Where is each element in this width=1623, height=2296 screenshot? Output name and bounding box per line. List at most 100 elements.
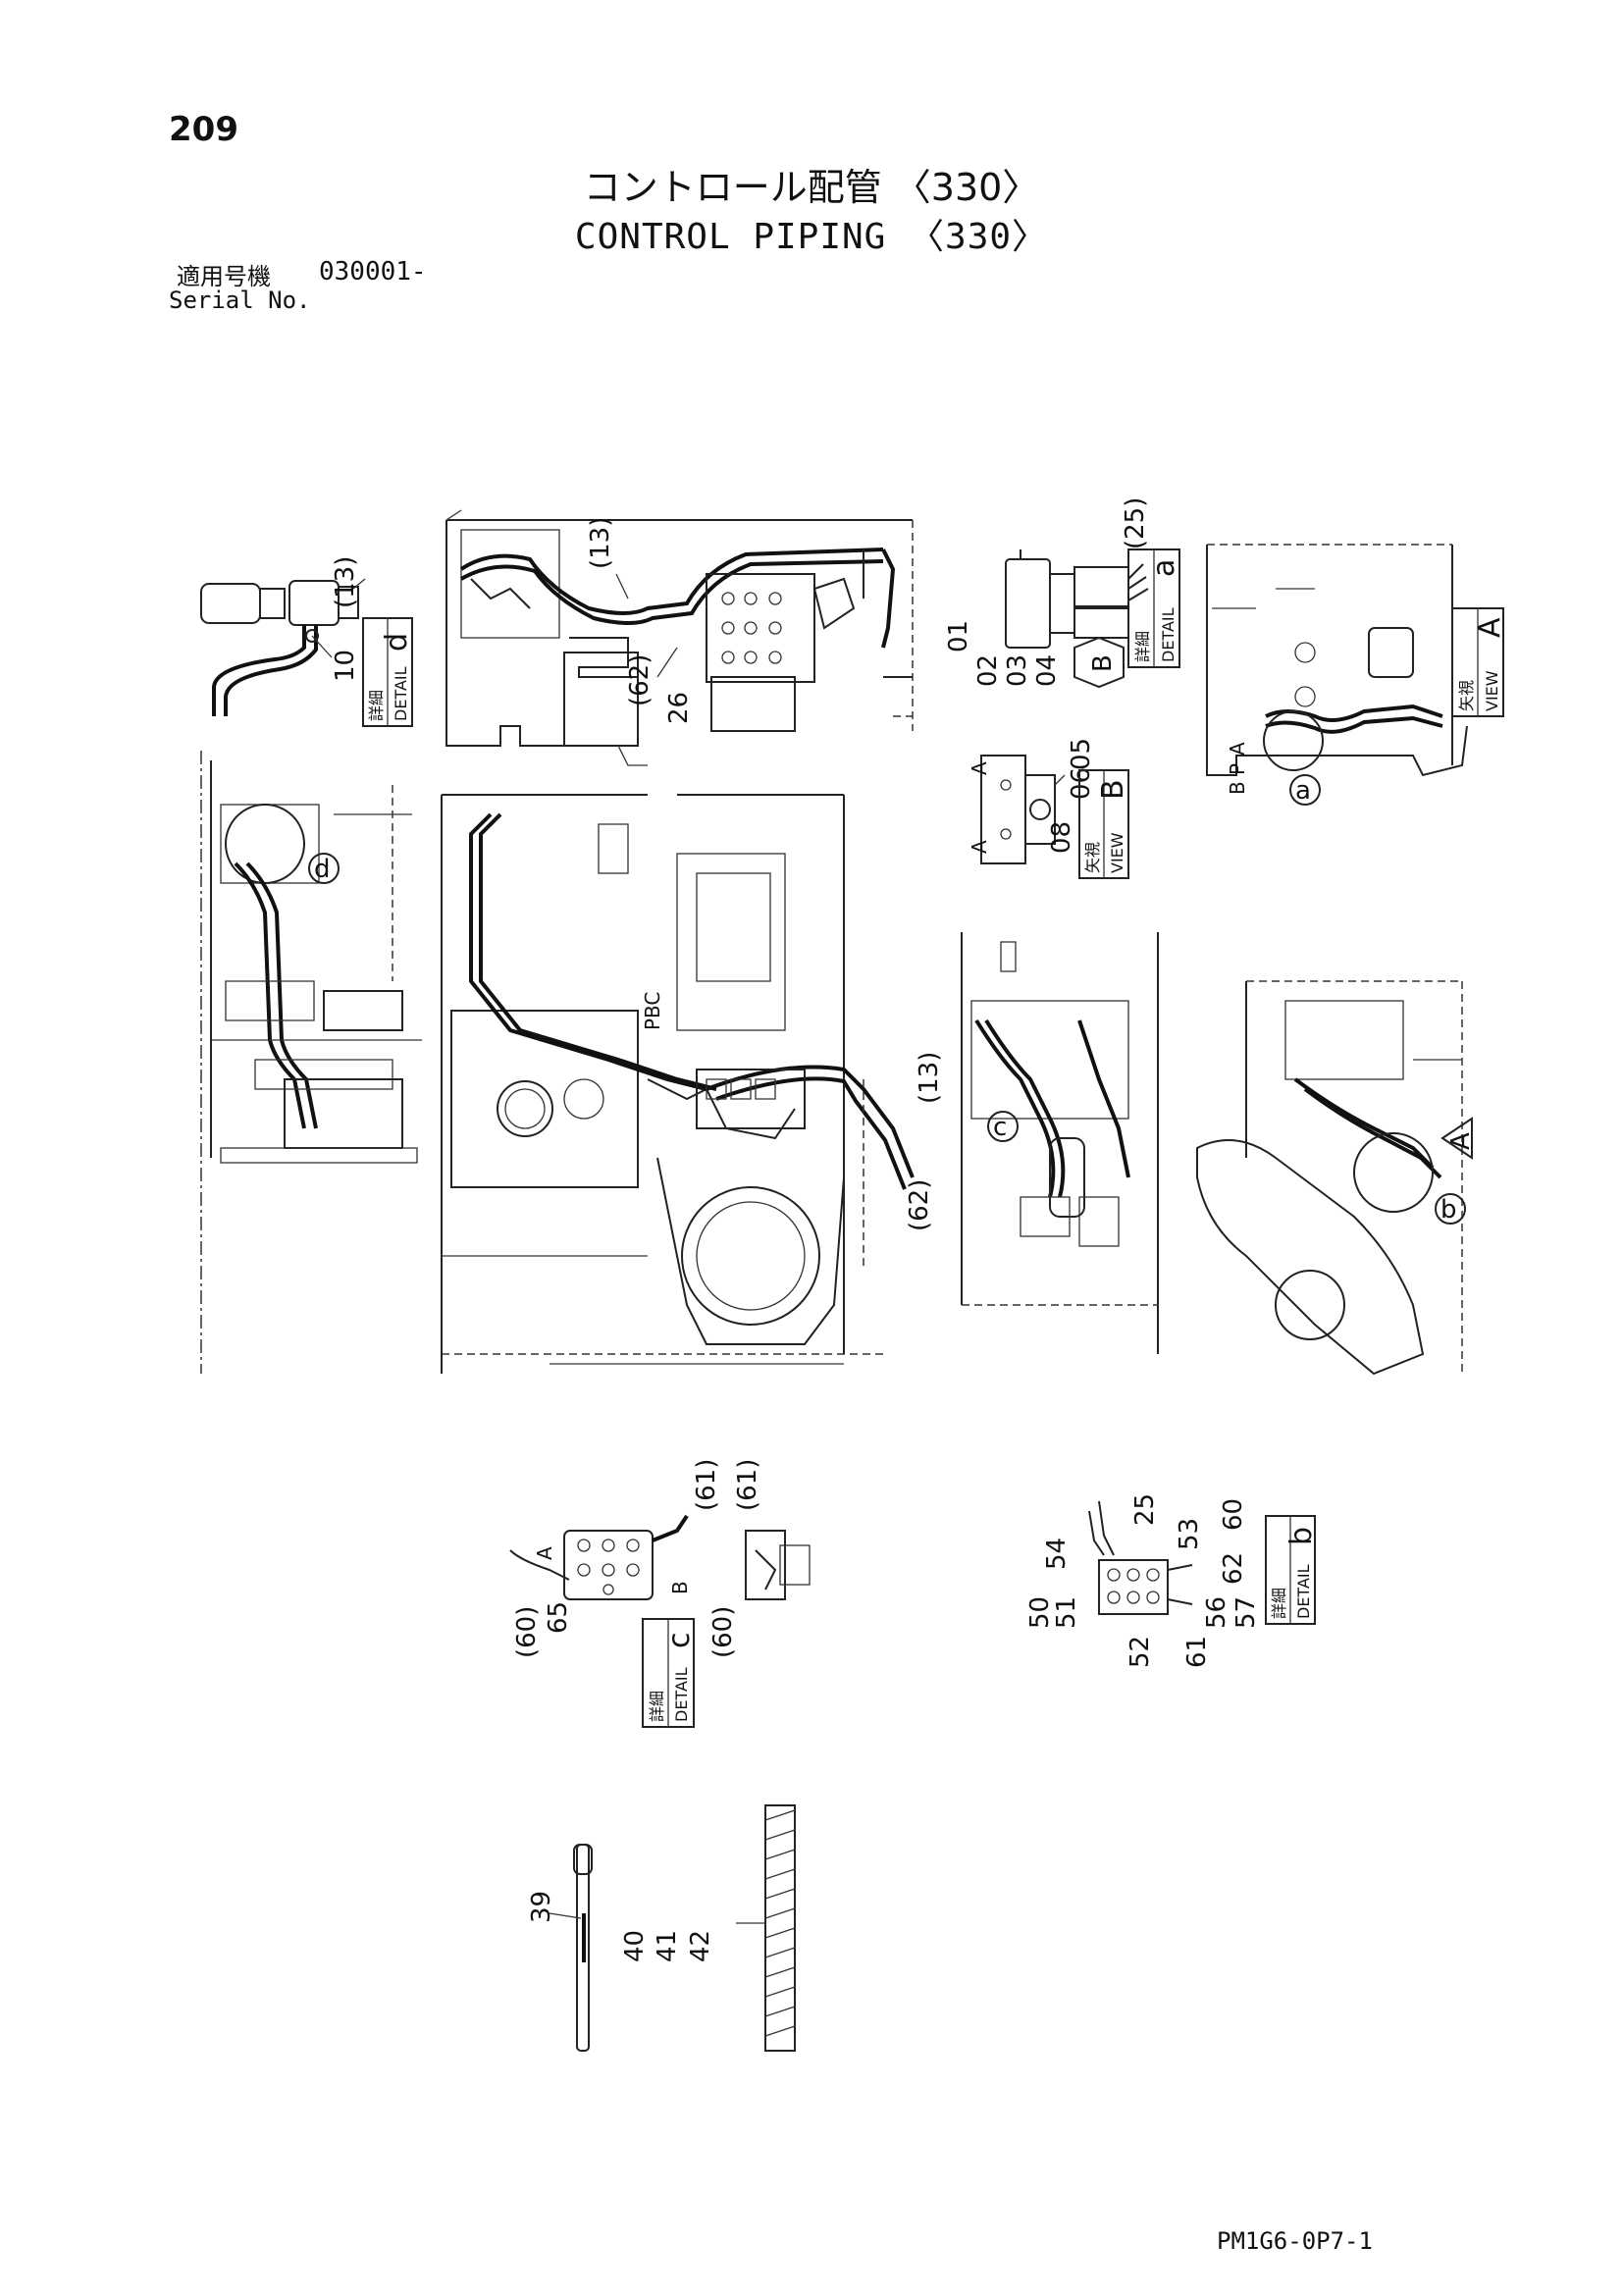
detail-a-label-en: DETAIL [1159, 607, 1178, 662]
callout-62: 62 [1219, 1552, 1248, 1585]
detail-a-label-jp: 詳細 [1133, 631, 1152, 662]
callout-62: (62) [905, 1179, 934, 1231]
detail-a-marker-circle: a [1289, 774, 1321, 806]
callout-60: (60) [708, 1606, 738, 1658]
view-a-label-en: VIEW [1483, 670, 1501, 711]
callout-54: 54 [1042, 1538, 1072, 1570]
detail-b-letter: b [1284, 1527, 1319, 1545]
detail-b-drawing [1088, 1500, 1193, 1615]
port-b-label: B [668, 1581, 692, 1594]
detail-c-label-jp: 詳細 [648, 1691, 666, 1722]
callout-01: 01 [944, 620, 973, 652]
detail-c-drawing [509, 1514, 811, 1600]
callout-26: 26 [664, 692, 694, 724]
page-number: 209 [169, 110, 238, 149]
detail-c-label-box: 詳細 DETAIL c [642, 1618, 697, 1728]
callout-13: (13) [586, 517, 615, 569]
svg-text:b: b [1440, 1195, 1457, 1225]
detail-d-marker-circle: d [308, 853, 340, 884]
svg-text:d: d [314, 855, 331, 884]
detail-d-label-jp: 詳細 [367, 690, 386, 721]
view-b-letter: B [1096, 779, 1130, 800]
callout-10: 10 [331, 650, 360, 682]
view-a-letter: A [1473, 617, 1507, 638]
callout-61: (61) [692, 1459, 721, 1511]
detail-b-label-jp: 詳細 [1270, 1588, 1288, 1619]
callout-41: 41 [653, 1930, 682, 1962]
detail-c-marker-circle: c [987, 1111, 1019, 1142]
detail-c-letter: c [662, 1633, 697, 1649]
callout-02: 02 [973, 654, 1003, 687]
callout-42: 42 [686, 1930, 715, 1962]
view-a-label-box: 矢視 VIEW A [1451, 607, 1507, 717]
callout-60: (60) [512, 1606, 542, 1658]
svg-text:A: A [1446, 1132, 1476, 1150]
svg-text:a: a [1295, 776, 1311, 806]
detail-c-label-en: DETAIL [672, 1667, 691, 1722]
detail-a-letter: a [1147, 559, 1181, 577]
callout-03: 03 [1003, 654, 1032, 687]
svg-text:c: c [993, 1113, 1007, 1142]
detail-d-drawing [200, 578, 366, 716]
callout-53: 53 [1175, 1518, 1204, 1550]
serial-number-value: 030001- [319, 257, 427, 287]
callout-52: 52 [1126, 1636, 1155, 1668]
view-b-arrow-marker: B [1073, 636, 1125, 689]
port-a-label: A [968, 840, 991, 854]
control-valve-area-drawing [961, 932, 1159, 1354]
pbc-label: PBC [641, 992, 664, 1030]
port-p-label: P [1226, 763, 1249, 775]
port-a-label: A [533, 1546, 556, 1560]
page-title: CONTROL PIPING 〈330〉 [574, 217, 1049, 257]
callout-51: 51 [1052, 1596, 1081, 1629]
callout-56: 56 [1202, 1596, 1231, 1629]
svg-text:B: B [1088, 654, 1118, 672]
port-a-label: A [968, 761, 991, 775]
callout-39: 39 [527, 1891, 556, 1923]
port-a-label: A [1226, 742, 1249, 756]
view-a-arrow-marker: A [1440, 1117, 1476, 1160]
callout-57: 57 [1231, 1596, 1261, 1629]
callout-40: 40 [620, 1930, 650, 1962]
document-code: PM1G6-0P7-1 [1217, 2227, 1373, 2255]
callout-62: (62) [625, 654, 654, 706]
callout-08: 08 [1047, 821, 1076, 854]
cable-tie-drawing [549, 1844, 593, 2052]
detail-a-label-box: 詳細 DETAIL a [1127, 548, 1181, 668]
callout-25: (25) [1121, 497, 1150, 549]
detail-d-letter: d [380, 633, 414, 652]
callout-65: 65 [544, 1601, 573, 1634]
detail-b-marker-circle: b [1435, 1193, 1466, 1225]
view-b-label-jp: 矢視 [1083, 842, 1102, 873]
detail-b-label-en: DETAIL [1294, 1564, 1313, 1619]
callout-61: (61) [733, 1459, 762, 1511]
view-b-drawing [980, 755, 1066, 864]
callout-05: 05 [1067, 738, 1096, 770]
detail-b-label-box: 詳細 DETAIL b [1265, 1515, 1319, 1625]
view-b-label-en: VIEW [1108, 832, 1126, 873]
view-b-label-box: 矢視 VIEW B [1078, 769, 1130, 879]
view-a-drawing [1206, 544, 1468, 777]
callout-06: 06 [1067, 767, 1096, 800]
callout-60: 60 [1219, 1498, 1248, 1531]
detail-a-drawing [1005, 549, 1149, 649]
right-side-view-drawing [1196, 980, 1463, 1376]
upper-structure-drawing [445, 509, 914, 766]
view-a-label-jp: 矢視 [1457, 680, 1476, 711]
port-b-label: B [1226, 781, 1249, 795]
callout-13: (13) [915, 1052, 944, 1104]
callout-50: 50 [1025, 1596, 1055, 1629]
page-title-japanese: コントロール配管 〈330〉 [583, 166, 1040, 209]
callout-13: (13) [331, 556, 360, 608]
callout-04: 04 [1032, 654, 1062, 687]
callout-61: 61 [1182, 1636, 1212, 1668]
detail-d-label-en: DETAIL [392, 666, 410, 721]
callout-25: 25 [1130, 1493, 1160, 1526]
protective-sleeve-drawing [736, 1804, 796, 2052]
detail-d-label-box: 詳細 DETAIL d [362, 617, 414, 727]
serial-label: Serial No. [169, 287, 311, 314]
left-side-view-drawing [200, 751, 422, 1374]
serial-label-japanese: 適用号機 [177, 263, 271, 290]
main-plan-view-drawing [441, 794, 915, 1374]
